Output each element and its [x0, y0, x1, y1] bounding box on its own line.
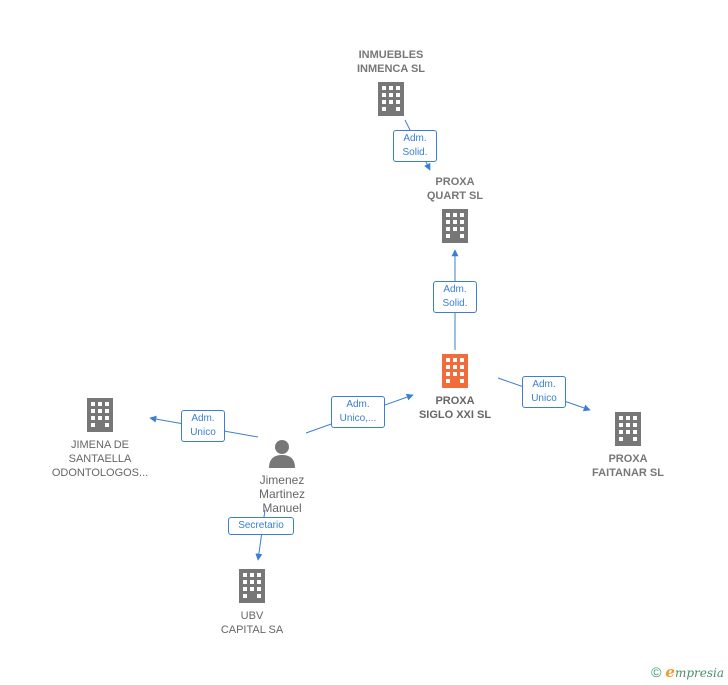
- node-ubv-capital[interactable]: UBV CAPITAL SA: [192, 567, 312, 637]
- node-label: PROXA SIGLO XXI SL: [418, 395, 492, 421]
- building-icon: [442, 209, 468, 243]
- person-icon: [269, 440, 295, 468]
- footer-brand: © empresia: [651, 663, 724, 681]
- node-label: Jimenez Martinez Manuel: [258, 473, 305, 515]
- node-label: UBV CAPITAL SA: [220, 610, 284, 636]
- building-icon: [442, 354, 468, 388]
- edge-label-siglo-faitanar[interactable]: Adm. Unico: [522, 376, 566, 408]
- copyright-icon: ©: [651, 664, 662, 680]
- edge-label-inmuebles-quart[interactable]: Adm. Solid.: [393, 130, 437, 162]
- building-icon: [87, 398, 113, 432]
- building-icon: [239, 569, 265, 603]
- edge-label-siglo-quart[interactable]: Adm. Solid.: [433, 281, 477, 313]
- node-label: PROXA FAITANAR SL: [592, 453, 664, 479]
- node-person-jimenez-martinez-manuel[interactable]: Jimenez Martinez Manuel: [232, 437, 332, 515]
- building-icon: [378, 82, 404, 116]
- building-icon: [615, 412, 641, 446]
- node-inmuebles-inmenca[interactable]: INMUEBLES INMENCA SL: [331, 48, 451, 118]
- node-jimena-de-santaella[interactable]: JIMENA DE SANTAELLA ODONTOLOGOS...: [40, 396, 160, 480]
- node-label: INMUEBLES INMENCA SL: [356, 49, 426, 75]
- edge-label-person-jimena[interactable]: Adm. Unico: [181, 410, 225, 442]
- node-proxa-faitanar[interactable]: PROXA FAITANAR SL: [568, 410, 688, 480]
- edge-label-person-ubv[interactable]: Secretario: [228, 517, 294, 535]
- brand-logo[interactable]: empresia: [665, 663, 724, 681]
- node-proxa-siglo-xxi[interactable]: PROXA SIGLO XXI SL: [395, 352, 515, 422]
- node-label: PROXA QUART SL: [426, 176, 484, 202]
- node-proxa-quart[interactable]: PROXA QUART SL: [395, 175, 515, 245]
- node-label: JIMENA DE SANTAELLA ODONTOLOGOS...: [51, 439, 149, 479]
- edge-label-person-siglo[interactable]: Adm. Unico,...: [331, 396, 385, 428]
